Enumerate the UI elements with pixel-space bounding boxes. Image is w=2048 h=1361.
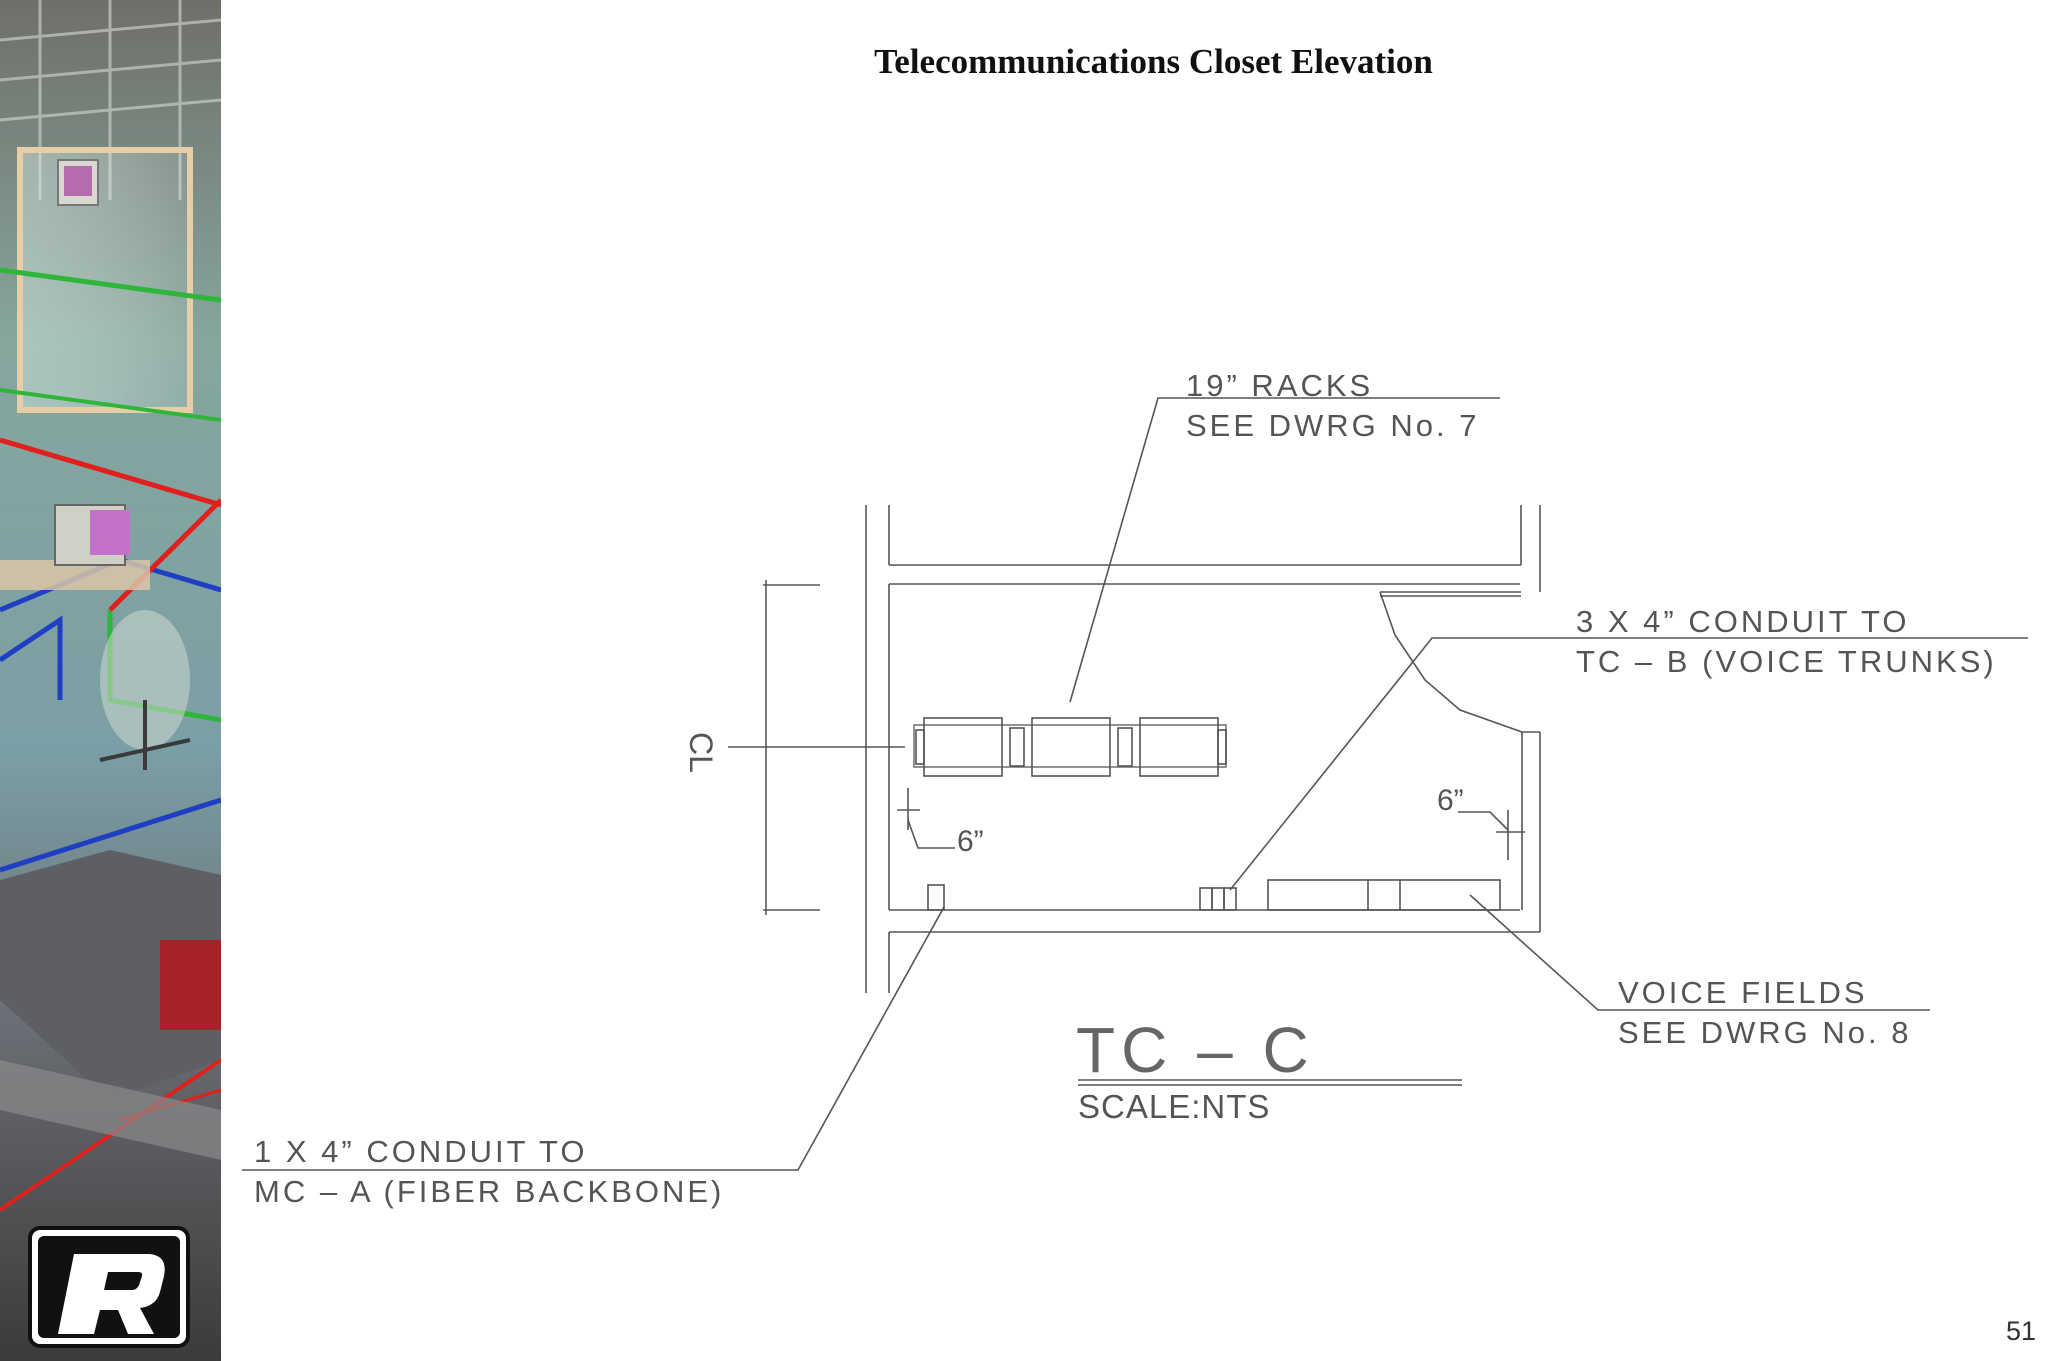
clearance-dimension-left <box>897 788 955 849</box>
trunks-callout-line1: 3 X 4” CONDUIT TO <box>1576 604 1910 639</box>
page-number: 51 <box>2005 1316 2036 1346</box>
fiber-callout-line1: 1 X 4” CONDUIT TO <box>254 1134 588 1169</box>
equipment-racks <box>913 717 1227 777</box>
voice-field-backboards <box>1267 879 1501 911</box>
closet-name-label: TC – C <box>1076 1014 1315 1086</box>
door-swing <box>1379 591 1523 733</box>
room-dimension-line <box>728 580 905 915</box>
slide-title: Telecommunications Closet Elevation <box>874 42 1433 81</box>
right-clearance-label: 6” <box>1437 784 1464 817</box>
fields-callout-line2: SEE DWRG No. 8 <box>1618 1015 1912 1050</box>
left-clearance-label: 6” <box>957 825 984 858</box>
clearance-dimension-right <box>1458 810 1525 860</box>
company-logo <box>28 1226 190 1348</box>
trunks-callout-line2: TC – B (VOICE TRUNKS) <box>1576 644 1997 679</box>
closet-walls <box>865 505 1541 993</box>
office-network-illustration <box>0 0 221 1361</box>
fiber-callout-line2: MC – A (FIBER BACKBONE) <box>254 1174 724 1209</box>
scale-label: SCALE:NTS <box>1078 1088 1270 1125</box>
callout-leaders <box>242 397 2028 1171</box>
sidebar-photo <box>0 0 221 1361</box>
racks-callout-line2: SEE DWRG No. 7 <box>1186 408 1480 443</box>
racks-callout-line1: 19” RACKS <box>1186 368 1373 403</box>
fields-callout-line1: VOICE FIELDS <box>1618 975 1868 1010</box>
centerline-symbol: CL <box>683 732 719 773</box>
fiber-conduit <box>927 884 945 911</box>
voice-trunk-conduits <box>1199 887 1237 911</box>
